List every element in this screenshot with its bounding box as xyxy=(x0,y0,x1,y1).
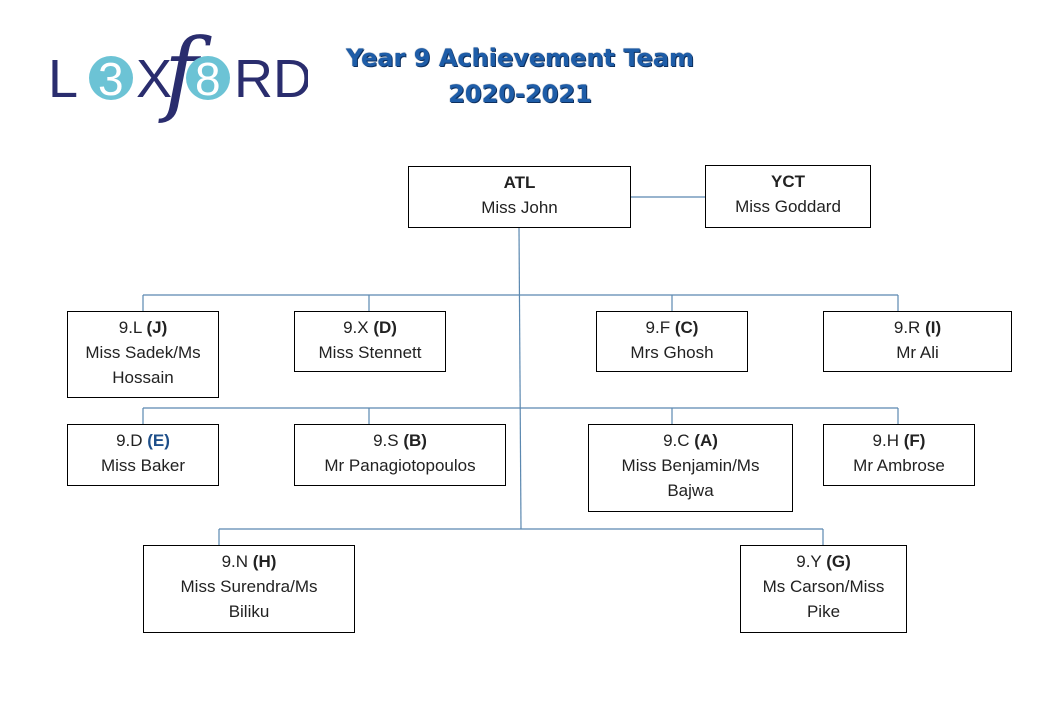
logo-digit-8: 8 xyxy=(195,53,221,105)
form-code: 9.Y xyxy=(796,552,822,571)
form-letter: (H) xyxy=(252,552,277,571)
form-code: 9.X xyxy=(343,318,369,337)
form-tutor: Mr Ambrose xyxy=(853,456,945,475)
form-letter: (C) xyxy=(674,318,699,337)
form-letter: (I) xyxy=(925,318,942,337)
form-code: 9.L xyxy=(118,318,142,337)
title-line-2: 2020-2021 xyxy=(448,80,592,108)
connector-trunk xyxy=(518,227,522,530)
form-box-9s: 9.S (B) Mr Panagiotopoulos xyxy=(294,424,506,486)
form-letter: (F) xyxy=(903,431,926,450)
logo-circle-1 xyxy=(89,56,133,100)
form-box-9c: 9.C (A) Miss Benjamin/Ms Bajwa xyxy=(588,424,793,512)
form-tutor: Miss Surendra/Ms Biliku xyxy=(180,577,318,621)
yct-role: YCT xyxy=(771,172,805,191)
form-box-9n: 9.N (H) Miss Surendra/Ms Biliku xyxy=(143,545,355,633)
form-letter: (E) xyxy=(147,431,170,450)
title-line-1: Year 9 Achievement Team xyxy=(345,44,695,72)
yct-name: Miss Goddard xyxy=(735,197,841,216)
form-code: 9.H xyxy=(872,431,899,450)
logo-letter-x: X xyxy=(136,49,172,109)
form-letter: (A) xyxy=(694,431,718,450)
form-box-9f: 9.F (C) Mrs Ghosh xyxy=(596,311,748,372)
form-box-9h: 9.H (F) Mr Ambrose xyxy=(823,424,975,486)
form-code: 9.F xyxy=(645,318,671,337)
form-code: 9.S xyxy=(373,431,399,450)
form-tutor: Mr Ali xyxy=(896,343,939,362)
form-tutor: Miss Baker xyxy=(100,456,186,475)
form-tutor: Miss Stennett xyxy=(318,343,422,362)
atl-box: ATL Miss John xyxy=(408,166,631,228)
form-letter: (G) xyxy=(826,552,851,571)
form-tutor: Ms Carson/Miss Pike xyxy=(762,577,885,621)
form-box-9r: 9.R (I) Mr Ali xyxy=(823,311,1012,372)
form-tutor: Miss Benjamin/Ms Bajwa xyxy=(621,456,760,500)
form-box-9l: 9.L (J) Miss Sadek/Ms Hossain xyxy=(67,311,219,398)
form-tutor: Mr Panagiotopoulos xyxy=(324,456,476,475)
logo-letters-rd: RD xyxy=(234,49,308,109)
form-tutor: Mrs Ghosh xyxy=(630,343,714,362)
form-letter: (J) xyxy=(146,318,168,337)
form-code: 9.N xyxy=(221,552,249,571)
form-letter: (D) xyxy=(373,318,397,337)
logo-circle-2 xyxy=(186,56,230,100)
loxford-logo: L 3 X f 8 RD xyxy=(48,22,308,126)
yct-box: YCT Miss Goddard xyxy=(705,165,871,228)
form-box-9d: 9.D (E) Miss Baker xyxy=(67,424,219,486)
form-code: 9.D xyxy=(116,431,143,450)
form-code: 9.R xyxy=(893,318,921,337)
form-box-9y: 9.Y (G) Ms Carson/Miss Pike xyxy=(740,545,907,633)
form-letter: (B) xyxy=(403,431,427,450)
atl-name: Miss John xyxy=(481,198,558,217)
form-code: 9.C xyxy=(663,431,690,450)
form-tutor: Miss Sadek/Ms Hossain xyxy=(85,343,201,387)
logo-digit-3: 3 xyxy=(98,53,124,105)
atl-role: ATL xyxy=(503,173,536,192)
form-box-9x: 9.X (D) Miss Stennett xyxy=(294,311,446,372)
logo-letter-l: L xyxy=(48,49,78,109)
